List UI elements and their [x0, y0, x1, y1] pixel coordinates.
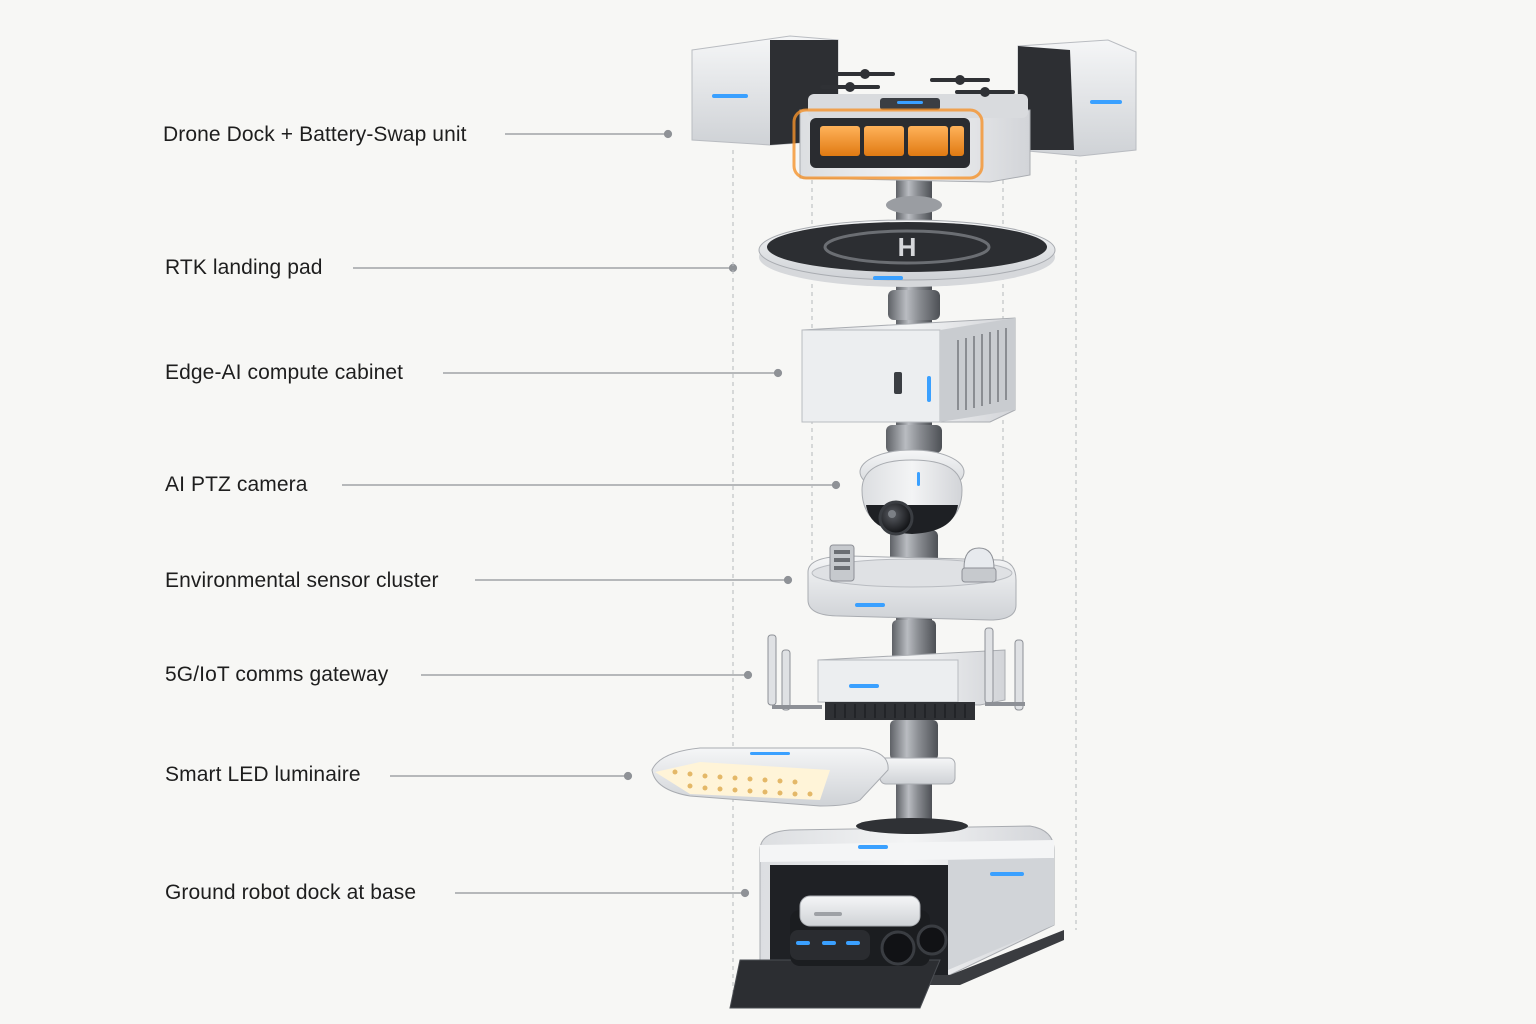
environmental-sensor-cluster [807, 544, 1017, 621]
guide-dashes [732, 150, 1077, 1000]
ptz-camera-unit [859, 449, 965, 536]
comms-gateway-unit [767, 627, 1025, 720]
label-edge-ai: Edge-AI compute cabinet [165, 361, 404, 384]
label-led-luminaire: Smart LED luminaire [165, 763, 361, 786]
leader-lines [342, 129, 841, 898]
label-ptz-camera: AI PTZ camera [165, 473, 308, 496]
led-luminaire-unit [651, 747, 956, 807]
label-rtk-pad: RTK landing pad [165, 256, 323, 279]
rtk-landing-pad: H [758, 219, 1056, 287]
label-comms-gateway: 5G/IoT comms gateway [165, 663, 389, 686]
svg-text:H: H [898, 232, 917, 262]
label-env-sensor: Environmental sensor cluster [165, 569, 439, 592]
ground-robot [790, 895, 948, 966]
label-robot-dock: Ground robot dock at base [165, 881, 417, 904]
robot-dock-unit [729, 818, 1064, 1009]
drone-dock-unit [691, 35, 1137, 183]
label-drone-dock: Drone Dock + Battery-Swap unit [163, 123, 467, 146]
edge-ai-cabinet [801, 317, 1016, 423]
